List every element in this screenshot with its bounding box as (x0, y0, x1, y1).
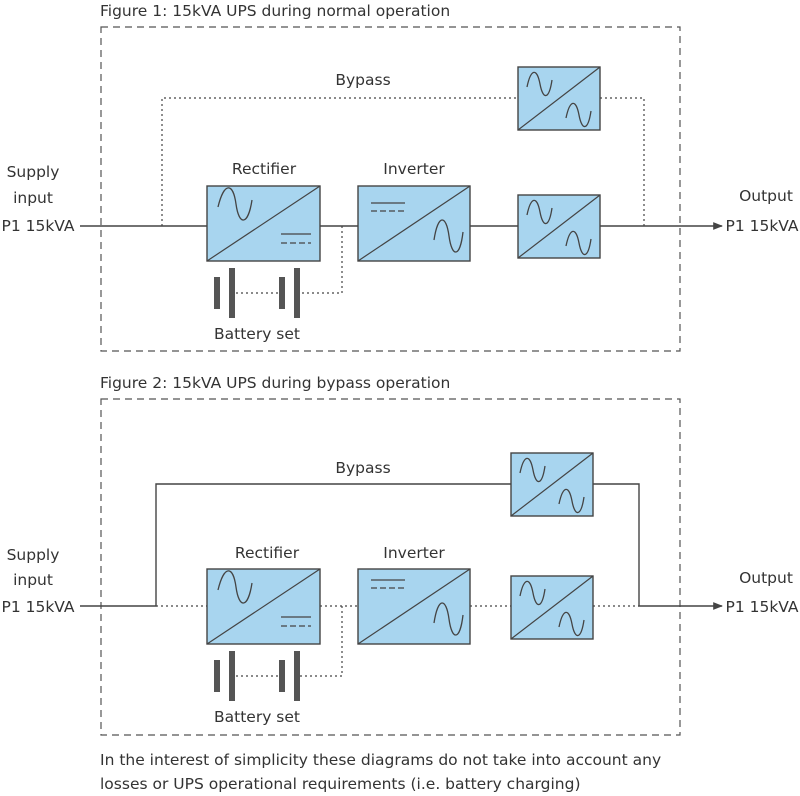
figure-1-bypass-line (161, 97, 518, 226)
figure-1: Figure 1: 15kVA UPS during normal operat… (1, 2, 799, 352)
figure-2-output-arrow (593, 483, 723, 610)
figure-1-ups-frame (100, 26, 681, 352)
static-switch-icon (510, 575, 594, 640)
figure-2-inverter-label: Inverter (383, 544, 445, 562)
figure-2-rectifier-label: Rectifier (235, 544, 300, 562)
figure-1-bypass-label: Bypass (335, 71, 390, 89)
battery-icon (214, 268, 300, 318)
figure-1-output-label-2: P1 15kVA (725, 217, 798, 235)
figure-2-battery-line (300, 606, 343, 677)
figure-1-supply-label-3: P1 15kVA (1, 217, 74, 235)
figure-2-output-label-1: Output (739, 569, 793, 587)
figure-2-supply-label-1: Supply (7, 546, 60, 564)
figure-1-bypass-return-line (600, 97, 645, 226)
figure-2: Figure 2: 15kVA UPS during bypass operat… (1, 374, 799, 736)
bypass-switch-icon (510, 452, 594, 517)
ac-dc-converter-icon (206, 568, 321, 645)
figure-1-inverter-label: Inverter (383, 160, 445, 178)
figure-2-bypass-line (80, 483, 511, 607)
figure-2-supply-label-2: input (13, 571, 53, 589)
figure-1-rectifier-label: Rectifier (232, 160, 297, 178)
figure-1-battery-label: Battery set (214, 325, 300, 343)
figure-2-ups-frame (100, 398, 681, 736)
bypass-switch-icon (517, 66, 601, 131)
figure-1-output-label-1: Output (739, 187, 793, 205)
footnote: In the interest of simplicity these diag… (100, 748, 790, 796)
footnote-line-1: In the interest of simplicity these diag… (100, 751, 662, 769)
figure-2-supply-label-3: P1 15kVA (1, 598, 74, 616)
figure-1-supply-label-1: Supply (7, 163, 60, 181)
figure-1-battery-line (300, 226, 343, 294)
footnote-line-2: losses or UPS operational requirements (… (100, 775, 581, 793)
static-switch-icon (517, 194, 601, 259)
figure-2-bypass-label: Bypass (335, 459, 390, 477)
figure-1-supply-label-2: input (13, 189, 53, 207)
figure-2-output-label-2: P1 15kVA (725, 598, 798, 616)
dc-ac-inverter-icon (357, 185, 471, 262)
figure-2-battery-label: Battery set (214, 708, 300, 726)
figure-1-title: Figure 1: 15kVA UPS during normal operat… (100, 2, 450, 20)
battery-icon (214, 651, 300, 701)
ac-dc-converter-icon (206, 185, 321, 262)
dc-ac-inverter-icon (357, 568, 471, 645)
figure-2-title: Figure 2: 15kVA UPS during bypass operat… (100, 374, 450, 392)
